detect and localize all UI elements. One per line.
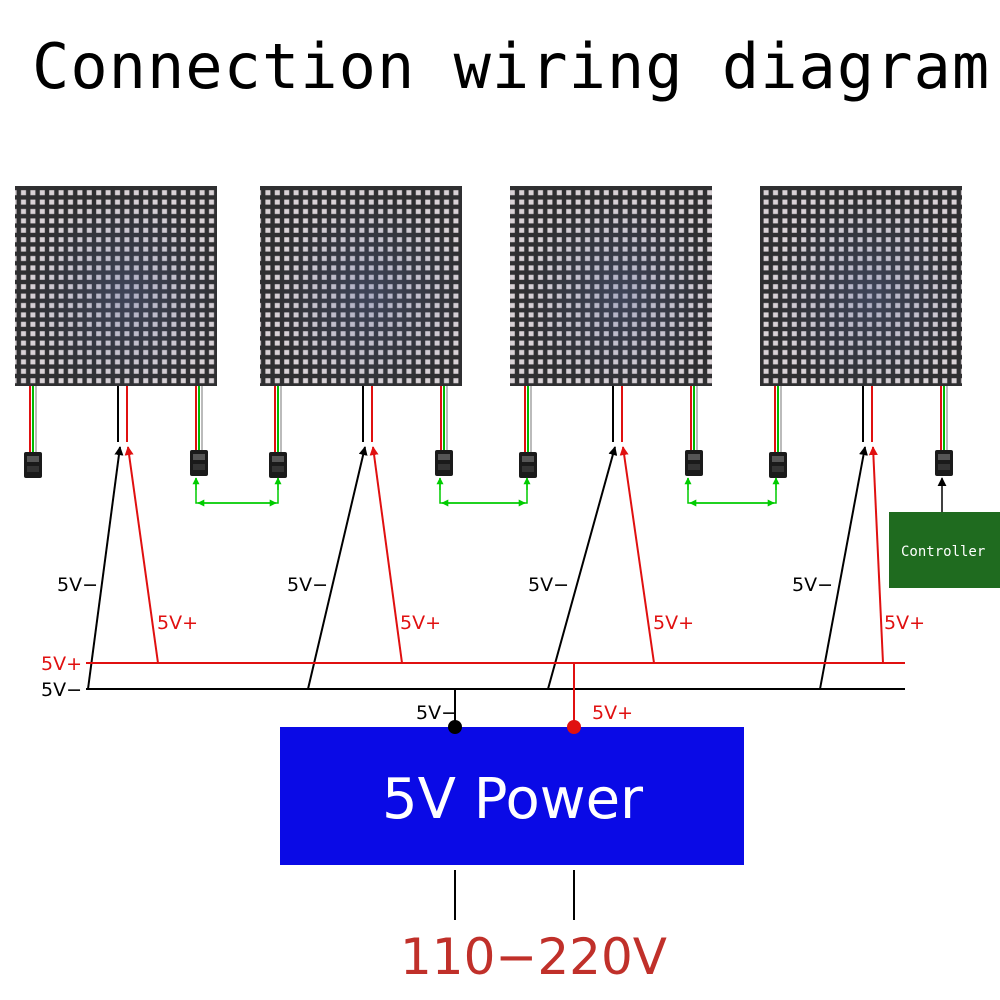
output-data-cable-3	[690, 386, 698, 450]
power-supply-label: 5V Power	[382, 767, 644, 832]
output-connector-2	[435, 450, 453, 476]
input-connector-4	[769, 452, 787, 478]
input-data-cable-1	[29, 386, 37, 452]
neg-label-1: 5V−	[57, 574, 98, 596]
neg-feed-arrow-4	[819, 446, 868, 690]
psu-pos-terminal	[567, 720, 581, 734]
mains-label: 110−220V	[400, 928, 667, 986]
output-connector-1	[190, 450, 208, 476]
pos-label-2: 5V+	[400, 612, 441, 634]
controller: Controller	[889, 477, 1000, 588]
input-connector-2	[269, 452, 287, 478]
output-data-cable-1	[195, 386, 203, 450]
pos-feed-arrow-2	[369, 446, 403, 664]
input-data-cable-3	[524, 386, 532, 452]
pos-label-3: 5V+	[653, 612, 694, 634]
input-data-cable-2	[274, 386, 282, 452]
psu-neg-terminal	[448, 720, 462, 734]
input-data-cable-4	[774, 386, 782, 452]
controller-box	[889, 512, 1000, 588]
psu-pos-label: 5V+	[592, 702, 633, 724]
pos-label-1: 5V+	[157, 612, 198, 634]
diagram-title: Connection wiring diagram	[32, 30, 991, 103]
data-link-1	[192, 477, 282, 507]
led-matrix-panel-2: 5V− 5V+	[260, 186, 462, 690]
bus-neg-label: 5V−	[41, 679, 82, 701]
neg-label-3: 5V−	[528, 574, 569, 596]
led-matrix-panel-4: 5V− 5V+	[760, 186, 962, 690]
power-supply-box	[280, 727, 744, 865]
neg-label-4: 5V−	[792, 574, 833, 596]
neg-feed-arrow-2	[307, 446, 368, 690]
bus-pos-label: 5V+	[41, 653, 82, 675]
psu-neg-label: 5V−	[416, 702, 457, 724]
input-connector-3	[519, 452, 537, 478]
panel-glow	[260, 186, 462, 386]
panel-glow	[510, 186, 712, 386]
neg-feed-arrow-1	[87, 446, 124, 690]
panel-glow	[15, 186, 217, 386]
data-link-3	[684, 477, 780, 507]
pos-label-4: 5V+	[884, 612, 925, 634]
pos-feed-arrow-1	[124, 446, 159, 664]
led-matrix-panel-1: 5V− 5V+	[15, 186, 217, 690]
neg-label-2: 5V−	[287, 574, 328, 596]
output-connector-4	[935, 450, 953, 476]
neg-feed-arrow-3	[547, 446, 618, 690]
pos-feed-arrow-3	[619, 446, 655, 664]
data-link-2	[436, 477, 531, 507]
pos-feed-arrow-4	[868, 446, 884, 664]
output-data-cable-2	[440, 386, 448, 450]
input-connector-1	[24, 452, 42, 478]
led-matrix-panel-3: 5V− 5V+	[510, 186, 712, 690]
panel-glow	[760, 186, 962, 386]
output-connector-3	[685, 450, 703, 476]
output-data-cable-4	[940, 386, 948, 450]
controller-label: Controller	[901, 544, 985, 560]
